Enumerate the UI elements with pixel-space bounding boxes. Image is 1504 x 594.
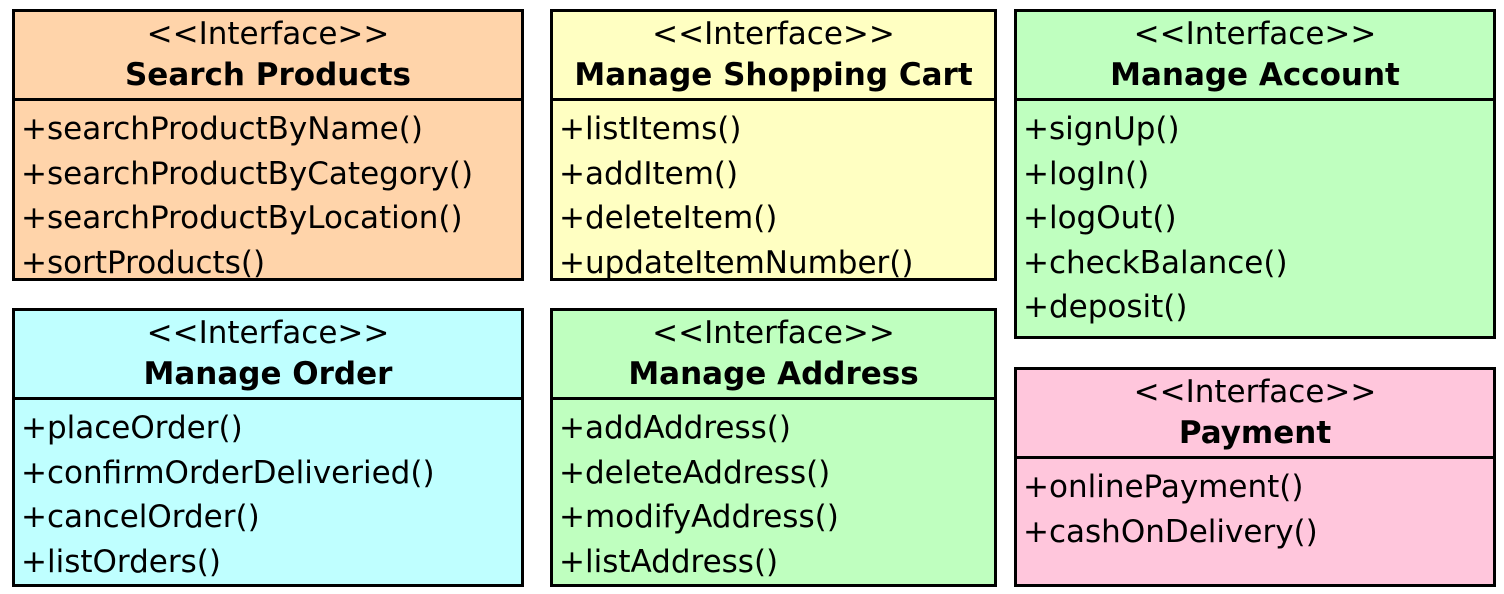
operation-item: +deleteAddress() bbox=[559, 454, 831, 491]
stereotype-label: <<Interface>> bbox=[146, 315, 390, 351]
operation-item: +listAddress() bbox=[559, 543, 779, 580]
interface-header: <<Interface>> Manage Shopping Cart bbox=[553, 12, 994, 101]
interface-box-manage-shopping-cart: <<Interface>> Manage Shopping Cart +listIt… bbox=[550, 9, 997, 281]
operations-list: +placeOrder() +confirmOrderDeliveried() +c… bbox=[15, 400, 521, 584]
operation-item: +searchProductByName() bbox=[21, 111, 423, 147]
interface-header: <<Interface>> Search Products bbox=[15, 12, 521, 101]
interface-name: Search Products bbox=[124, 57, 411, 93]
operation-item: +searchProductByCategory() bbox=[21, 155, 474, 192]
stereotype-label: <<Interface>> bbox=[146, 16, 390, 52]
interface-header: <<Interface>> Manage Account bbox=[1017, 12, 1493, 101]
operation-item: +listOrders() bbox=[21, 543, 221, 580]
interface-header: <<Interface>> Manage Address bbox=[553, 311, 994, 400]
operations-list: +onlinePayment() +cashOnDelivery() bbox=[1017, 459, 1493, 554]
interface-header: <<Interface>> Manage Order bbox=[15, 311, 521, 400]
interface-box-manage-account: <<Interface>> Manage Account +signUp() +log… bbox=[1014, 9, 1496, 339]
interface-name: Manage Address bbox=[628, 356, 919, 392]
operation-item: +placeOrder() bbox=[21, 410, 243, 446]
operations-list: +searchProductByName() +searchProductByCa… bbox=[15, 101, 521, 285]
interface-name: Payment bbox=[1178, 415, 1332, 451]
operation-item: +cancelOrder() bbox=[21, 499, 260, 535]
stereotype-label: <<Interface>> bbox=[1133, 374, 1377, 410]
interface-name: Manage Order bbox=[143, 356, 393, 392]
operation-item: +logIn() bbox=[1023, 155, 1150, 192]
operation-item: +confirmOrderDeliveried() bbox=[21, 454, 435, 491]
stereotype-label: <<Interface>> bbox=[1133, 16, 1377, 52]
operations-list: +signUp() +logIn() +logOut() +checkBalance(… bbox=[1017, 101, 1493, 330]
operation-item: +listItems() bbox=[559, 111, 742, 147]
operations-list: +addAddress() +deleteAddress() +modifyAddr… bbox=[553, 400, 994, 584]
operation-item: +deleteItem() bbox=[559, 200, 778, 236]
stereotype-label: <<Interface>> bbox=[652, 315, 895, 351]
operation-item: +modifyAddress() bbox=[559, 499, 839, 535]
operation-item: +addAddress() bbox=[559, 410, 791, 446]
stereotype-label: <<Interface>> bbox=[652, 16, 895, 52]
operation-item: +updateItemNumber() bbox=[559, 244, 914, 281]
interface-box-manage-address: <<Interface>> Manage Address +addAddress()… bbox=[550, 308, 997, 587]
operation-item: +deposit() bbox=[1023, 289, 1188, 325]
interface-box-search-products: <<Interface>> Search Products +searchProdu… bbox=[12, 9, 524, 281]
interface-header: <<Interface>> Payment bbox=[1017, 370, 1493, 459]
operation-item: +sortProducts() bbox=[21, 244, 266, 281]
interface-box-manage-order: <<Interface>> Manage Order +placeOrder() +c… bbox=[12, 308, 524, 587]
interface-name: Manage Account bbox=[1110, 57, 1400, 93]
operation-item: +signUp() bbox=[1023, 111, 1180, 147]
interface-name: Manage Shopping Cart bbox=[574, 57, 973, 93]
operation-item: +logOut() bbox=[1023, 200, 1177, 236]
operations-list: +listItems() +addItem() +deleteItem() +upda… bbox=[553, 101, 994, 285]
operation-item: +searchProductByLocation() bbox=[21, 200, 463, 236]
operation-item: +onlinePayment() bbox=[1023, 469, 1304, 505]
operation-item: +cashOnDelivery() bbox=[1023, 513, 1318, 550]
operation-item: +checkBalance() bbox=[1023, 244, 1288, 281]
interface-box-payment: <<Interface>> Payment +onlinePayment() +cas… bbox=[1014, 367, 1496, 587]
operation-item: +addItem() bbox=[559, 155, 739, 192]
